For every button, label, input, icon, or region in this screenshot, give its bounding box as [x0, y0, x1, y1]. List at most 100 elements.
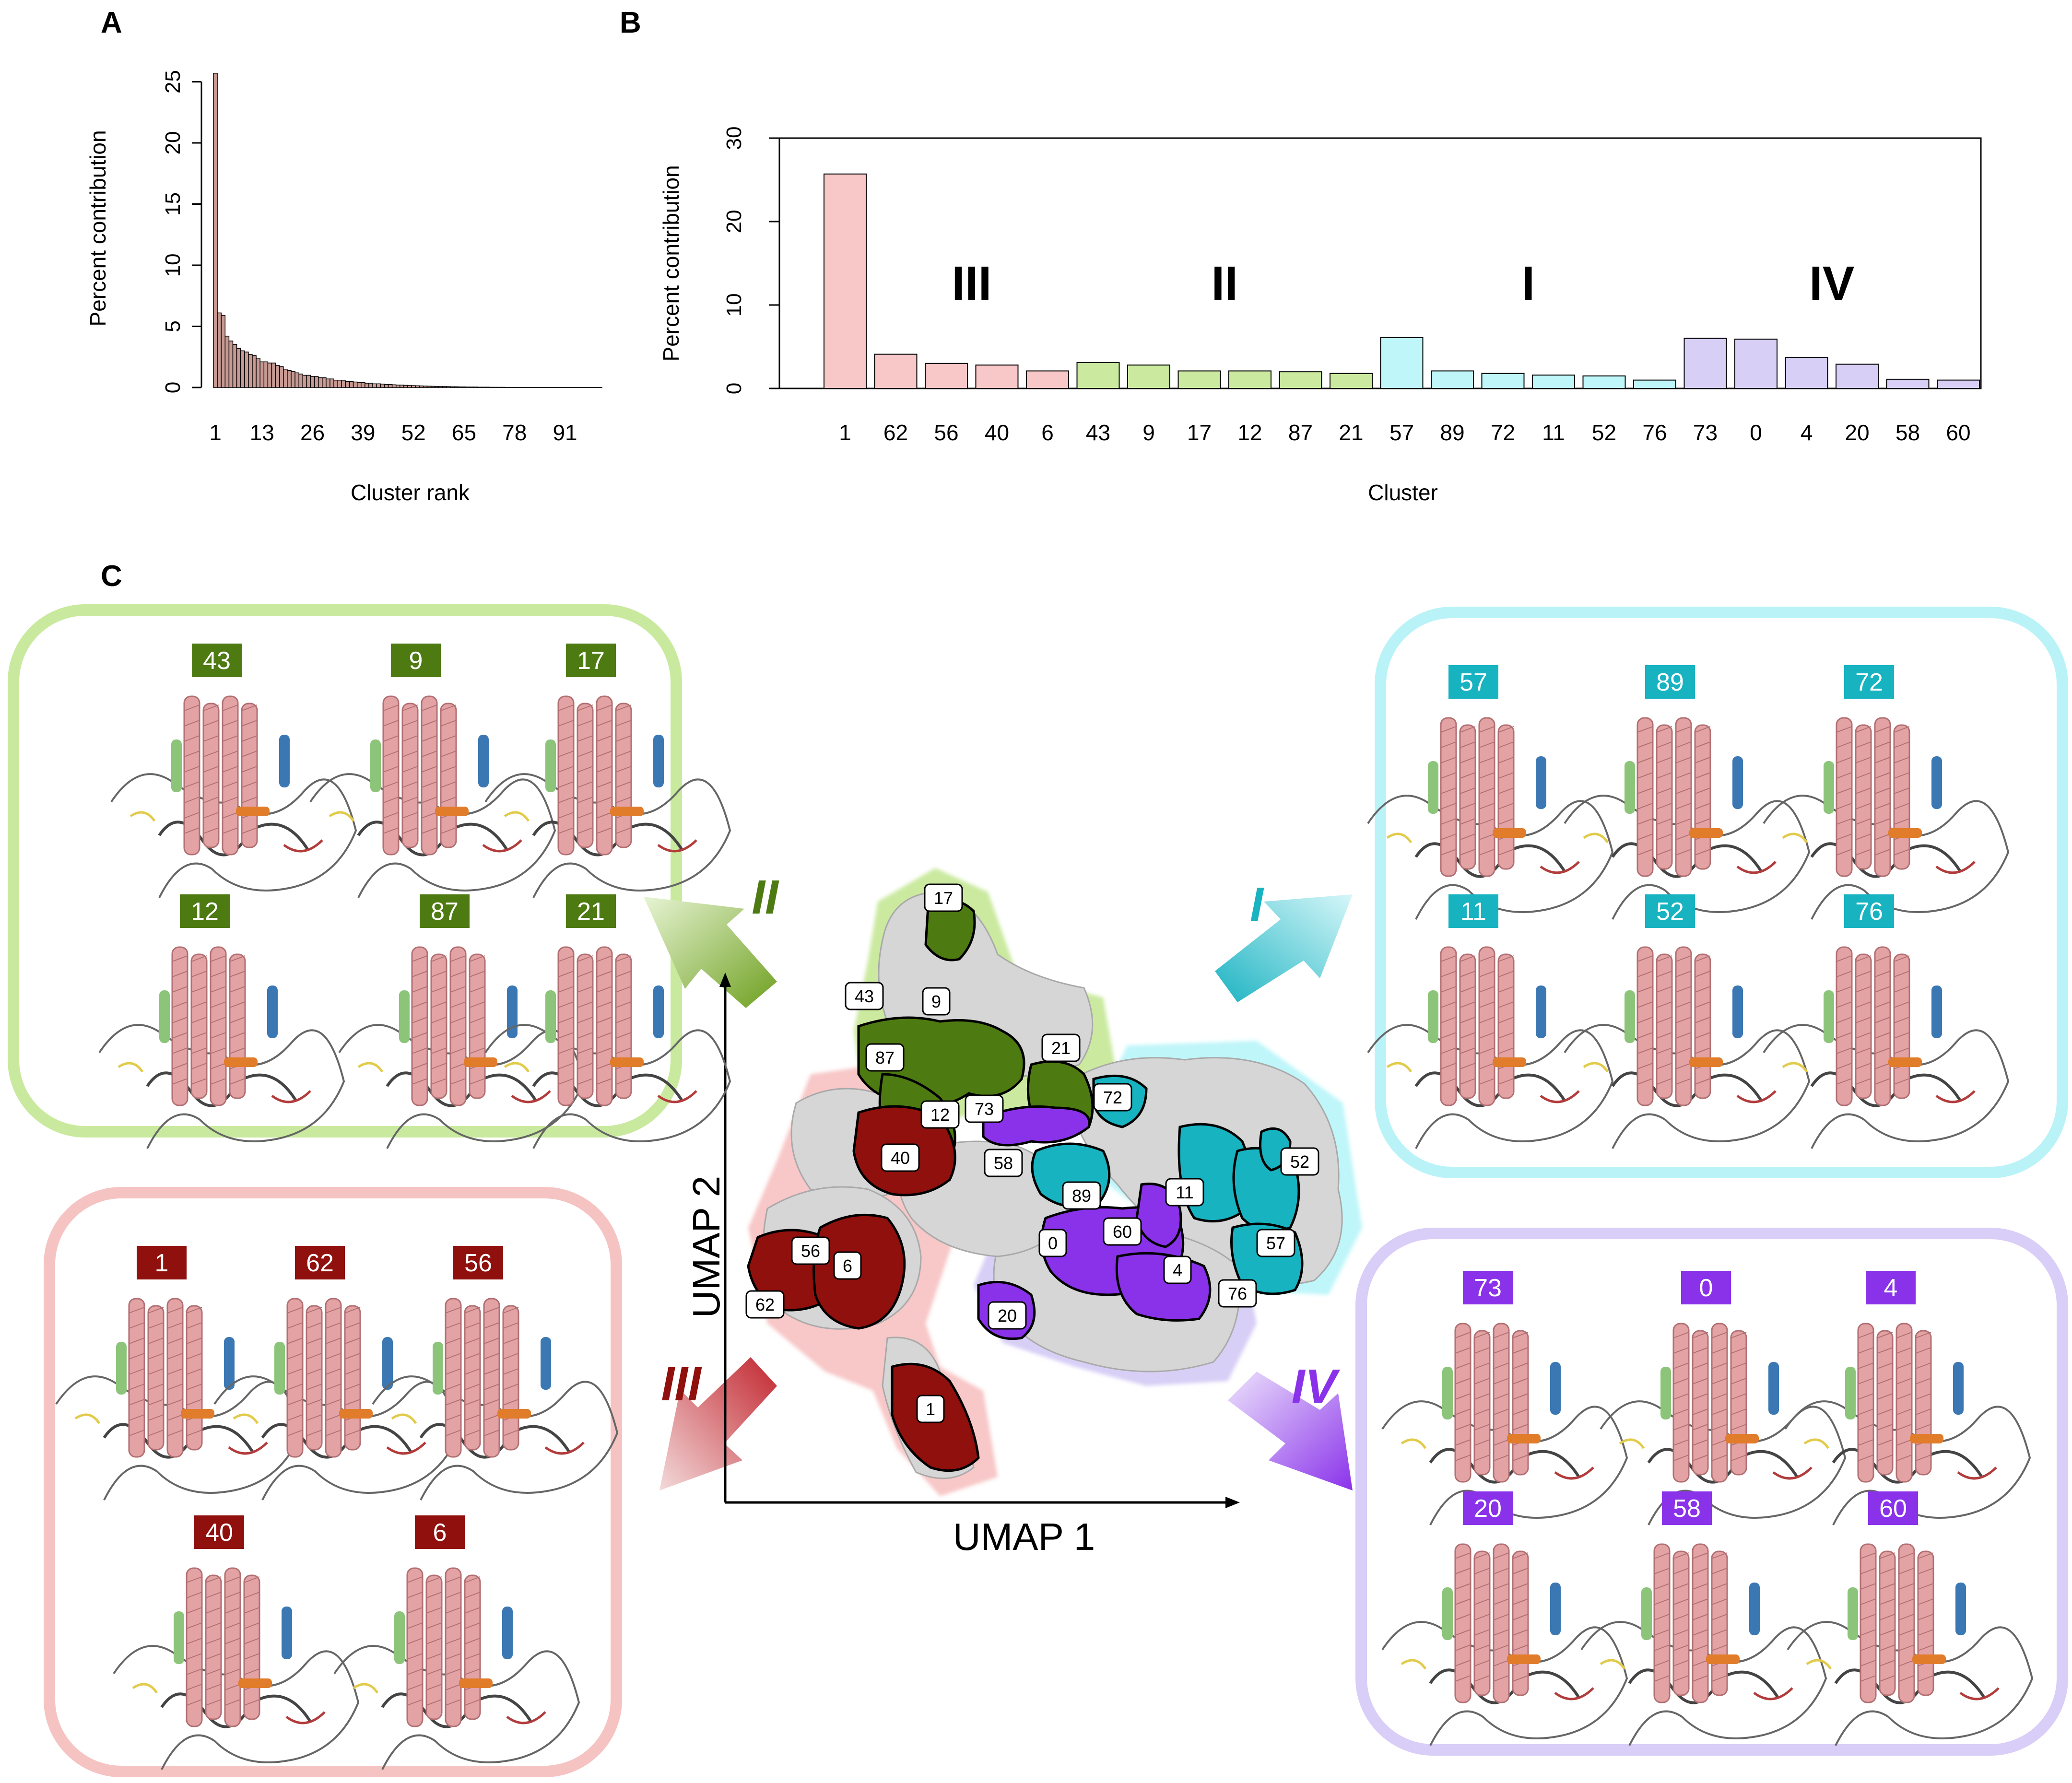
helix-turn: [1731, 1362, 1747, 1369]
helix-turn: [229, 986, 246, 993]
helix-turn: [503, 1307, 519, 1314]
helix-turn: [344, 1384, 361, 1390]
bar-a: [322, 377, 327, 388]
group-iii-box: [44, 1187, 622, 1777]
x-tick-label-b: 4: [1801, 420, 1813, 445]
umap-cluster-label-box: [1103, 1217, 1142, 1246]
helix-turn: [464, 1430, 481, 1436]
helix-turn: [596, 1063, 612, 1069]
helix-turn: [1498, 1001, 1514, 1008]
helix-turn: [1855, 818, 1872, 825]
helix-turn: [167, 1384, 183, 1390]
helix-orange: [1507, 1654, 1541, 1664]
x-tick-label-a: 52: [401, 420, 426, 445]
helix-turn: [1460, 726, 1476, 733]
helix-turn: [1692, 1408, 1708, 1415]
x-tick-label-b: 9: [1142, 420, 1155, 445]
helix-turn: [224, 1653, 241, 1660]
helix-turn: [440, 766, 457, 773]
helix-turn: [1711, 1408, 1728, 1415]
helix-turn: [1836, 1078, 1852, 1085]
helix-turn: [464, 1368, 481, 1375]
helix-turn: [1654, 1675, 1670, 1682]
helix-turn: [1836, 971, 1852, 977]
helix-turn: [1860, 1660, 1876, 1666]
helix-turn: [1637, 726, 1653, 733]
helix-turn: [1498, 757, 1514, 763]
helix-turn: [244, 1576, 260, 1583]
helix-turn: [615, 827, 632, 834]
helix-turn: [1675, 726, 1692, 733]
helix-turn: [325, 1353, 341, 1360]
helix-turn: [167, 1322, 183, 1329]
bar-b: [1026, 370, 1069, 389]
helix-turn: [344, 1307, 361, 1314]
helix-turn: [1460, 772, 1476, 779]
umap-cluster-label-box: [924, 883, 963, 912]
helix-turn: [407, 1668, 423, 1675]
helix-turn: [503, 1430, 519, 1436]
helix-turn: [450, 1063, 466, 1069]
helix-turn: [1512, 1408, 1529, 1415]
x-tick-label-a: 39: [351, 420, 375, 445]
panel-c: C II I III IV UMAP 1 UMAP: [8, 560, 2068, 1777]
helix-turn: [596, 955, 612, 962]
helix-turn: [1440, 1047, 1457, 1054]
helix-turn: [407, 1638, 423, 1644]
group-label-b: II: [1211, 257, 1238, 310]
structure-label-box: [1463, 1491, 1513, 1525]
helix-turn: [577, 766, 593, 773]
helix-turn: [1479, 803, 1495, 809]
group-label-b: I: [1521, 257, 1535, 310]
umap-cluster-label-box: [1163, 1255, 1192, 1284]
helix: [1636, 717, 1654, 877]
helix-turn: [244, 1699, 260, 1706]
helix-turn: [306, 1384, 322, 1390]
helix-turn: [1877, 1347, 1893, 1354]
panel-label-a: A: [101, 6, 122, 39]
helix-turn: [1692, 1424, 1708, 1431]
helix-turn: [1498, 1078, 1514, 1085]
helix-turn: [1512, 1332, 1529, 1338]
x-tick-label-a: 91: [553, 420, 577, 445]
x-tick-label-b: 1: [839, 420, 851, 445]
bar-a: [403, 385, 408, 388]
helix: [1478, 946, 1495, 1106]
loop-red: [228, 1442, 268, 1455]
helix-turn: [596, 704, 612, 711]
helix-turn: [1855, 772, 1872, 779]
helix-turn: [596, 751, 612, 757]
helix-turn: [450, 1047, 466, 1054]
bar-a: [411, 385, 416, 388]
helix-turn: [1711, 1332, 1728, 1338]
helix-turn: [1855, 726, 1872, 733]
structure-label: 62: [306, 1249, 334, 1277]
helix-green: [1428, 990, 1438, 1043]
helix-turn: [186, 1684, 202, 1690]
helix-turn: [129, 1414, 145, 1421]
helix-turn: [1695, 1032, 1711, 1039]
helix-turn: [440, 797, 457, 803]
helix-turn: [1918, 1552, 1934, 1559]
structure-label-box: [194, 1515, 244, 1549]
helix: [1711, 1323, 1728, 1483]
helix-turn: [421, 720, 437, 727]
helix-turn: [402, 827, 418, 834]
helix: [1493, 1323, 1510, 1483]
helix-turn: [1692, 1347, 1708, 1354]
helix-turn: [287, 1337, 303, 1344]
x-tick-label-b: 57: [1389, 420, 1414, 445]
y-tick-label-b: 0: [722, 383, 746, 394]
helix-turn: [1440, 757, 1457, 763]
helix-turn: [464, 1384, 481, 1390]
x-tick-label-a: 26: [300, 420, 325, 445]
structure-label-box: [1463, 1271, 1513, 1304]
helix-turn: [1498, 1017, 1514, 1023]
helix-turn: [344, 1368, 361, 1375]
helix-turn: [1474, 1332, 1490, 1338]
bar-a: [291, 371, 295, 388]
helix-turn: [148, 1307, 164, 1314]
bar-b: [1633, 379, 1676, 389]
helix-turn: [1898, 1614, 1915, 1620]
helix-turn: [445, 1668, 461, 1675]
